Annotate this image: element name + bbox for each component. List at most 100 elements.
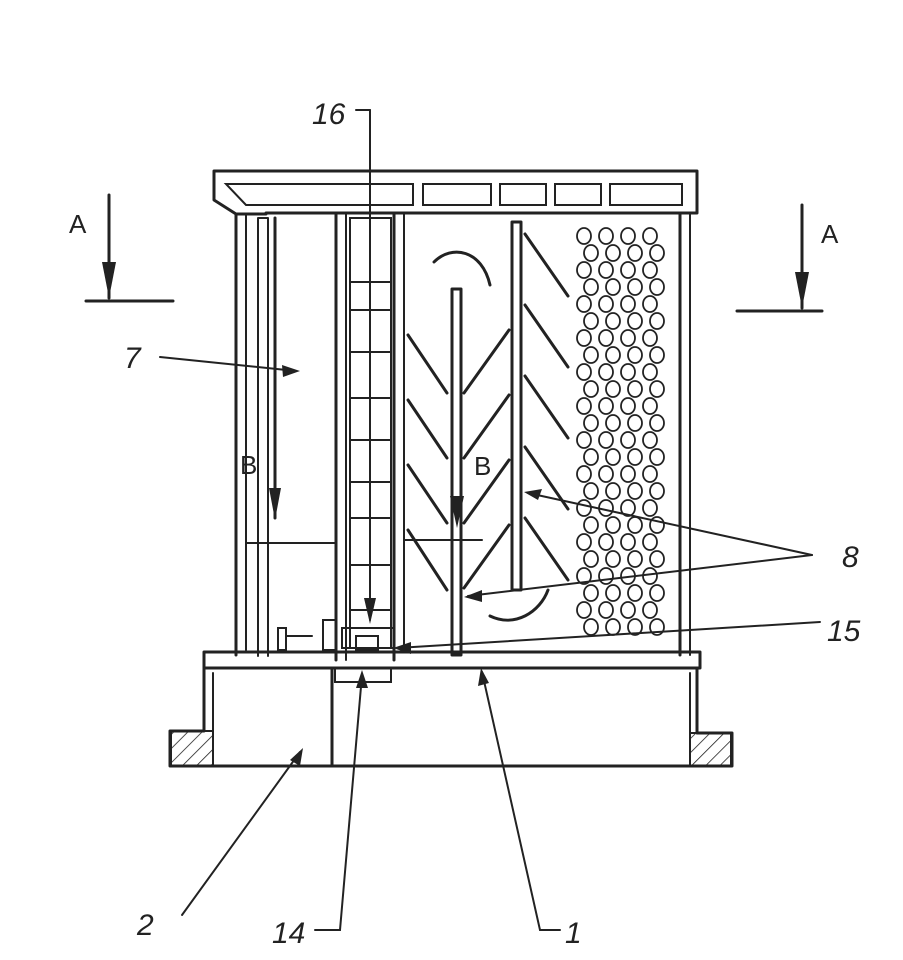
herringbone-vanes <box>406 220 570 657</box>
perforation-hole <box>649 414 665 432</box>
perforation-hole <box>620 227 636 245</box>
perforation-hole <box>583 244 599 262</box>
perforation-hole <box>576 227 592 245</box>
base-plate <box>202 650 702 670</box>
section-mark-left: A <box>69 193 175 303</box>
perforation-hole <box>642 261 658 279</box>
perforation-hole <box>583 516 599 534</box>
perforation-hole <box>598 227 614 245</box>
perforation-hole <box>620 601 636 619</box>
perforation-hole <box>605 278 621 296</box>
flow-arrow-column <box>355 109 376 624</box>
perforation-hole <box>620 499 636 517</box>
perforation-hole <box>649 516 665 534</box>
perforation-hole <box>649 244 665 262</box>
perforation-hole <box>576 533 592 551</box>
perforation-hole <box>605 346 621 364</box>
perforation-hole <box>605 618 621 636</box>
perforation-hole <box>605 244 621 262</box>
top-plate <box>212 169 699 216</box>
flow-arrow-center: B <box>450 451 491 528</box>
perforation-hole <box>649 380 665 398</box>
perforation-hole <box>620 397 636 415</box>
perforation-hole <box>642 601 658 619</box>
perforation-hole <box>583 380 599 398</box>
perforation-hole <box>583 482 599 500</box>
perforation-hole <box>627 414 643 432</box>
perforation-hole <box>627 618 643 636</box>
perforation-hole <box>583 448 599 466</box>
left-foot-hatch <box>170 730 214 767</box>
perforation-hole <box>627 516 643 534</box>
perforation-hole <box>620 465 636 483</box>
perforation-hole <box>627 380 643 398</box>
section-mark-right: A <box>735 203 839 313</box>
callout-7: 7 <box>124 342 142 375</box>
perforation-hole <box>620 363 636 381</box>
filter-stack <box>334 217 395 683</box>
perforation-hole <box>576 499 592 517</box>
perforation-hole <box>576 329 592 347</box>
perforation-hole <box>649 584 665 602</box>
callout-1: 1 <box>565 917 582 950</box>
perforation-hole <box>598 295 614 313</box>
perforation-hole <box>620 431 636 449</box>
perforation-hole <box>605 482 621 500</box>
riser-rod <box>450 287 463 657</box>
perforation-hole <box>598 601 614 619</box>
perforation-hole <box>583 346 599 364</box>
perforation-hole <box>583 584 599 602</box>
callout-15: 15 <box>827 615 861 648</box>
swirl-arrow-bottom <box>488 588 550 622</box>
perforation-hole <box>627 448 643 466</box>
perforation-hole <box>583 618 599 636</box>
perforation-hole <box>627 584 643 602</box>
perforation-hole <box>605 312 621 330</box>
perforation-hole <box>576 431 592 449</box>
perforation-hole <box>642 465 658 483</box>
perforation-hole <box>583 414 599 432</box>
perforation-hole <box>598 431 614 449</box>
perforation-hole <box>598 567 614 585</box>
perforation-hole <box>605 448 621 466</box>
perforation-hole <box>576 465 592 483</box>
perforation-hole <box>649 482 665 500</box>
base-body <box>168 666 734 768</box>
perforation-hole <box>649 312 665 330</box>
perforation-hole <box>598 261 614 279</box>
perforation-hole <box>627 346 643 364</box>
perforation-hole <box>649 448 665 466</box>
callout-16: 16 <box>312 98 346 131</box>
perforation-hole <box>598 397 614 415</box>
perforation-hole <box>642 567 658 585</box>
perforation-hole <box>576 567 592 585</box>
section-label-left: A <box>69 209 87 239</box>
callout-labels: 16 7 8 15 2 14 1 <box>124 98 861 950</box>
perforation-hole <box>620 533 636 551</box>
perforation-hole <box>576 601 592 619</box>
perforation-hole <box>642 499 658 517</box>
perforation-hole <box>642 533 658 551</box>
right-foot-hatch <box>689 732 732 767</box>
perforation-hole <box>598 465 614 483</box>
perforation-hole <box>583 278 599 296</box>
perforation-hole <box>620 261 636 279</box>
perforation-hole <box>598 363 614 381</box>
perforation-hole <box>649 346 665 364</box>
perforation-hole <box>627 550 643 568</box>
perforation-hole <box>576 363 592 381</box>
callout-2: 2 <box>136 909 154 942</box>
perforation-hole <box>642 227 658 245</box>
perforation-hole <box>605 516 621 534</box>
housing <box>168 169 734 768</box>
perforation-hole <box>605 550 621 568</box>
perforation-hole <box>627 278 643 296</box>
swirl-arrow-top <box>432 250 492 287</box>
callout-8: 8 <box>842 541 859 574</box>
perforation-hole <box>605 380 621 398</box>
perforation-hole <box>576 261 592 279</box>
perforation-hole <box>627 244 643 262</box>
perforation-hole <box>627 482 643 500</box>
flow-label-left: B <box>240 450 257 480</box>
